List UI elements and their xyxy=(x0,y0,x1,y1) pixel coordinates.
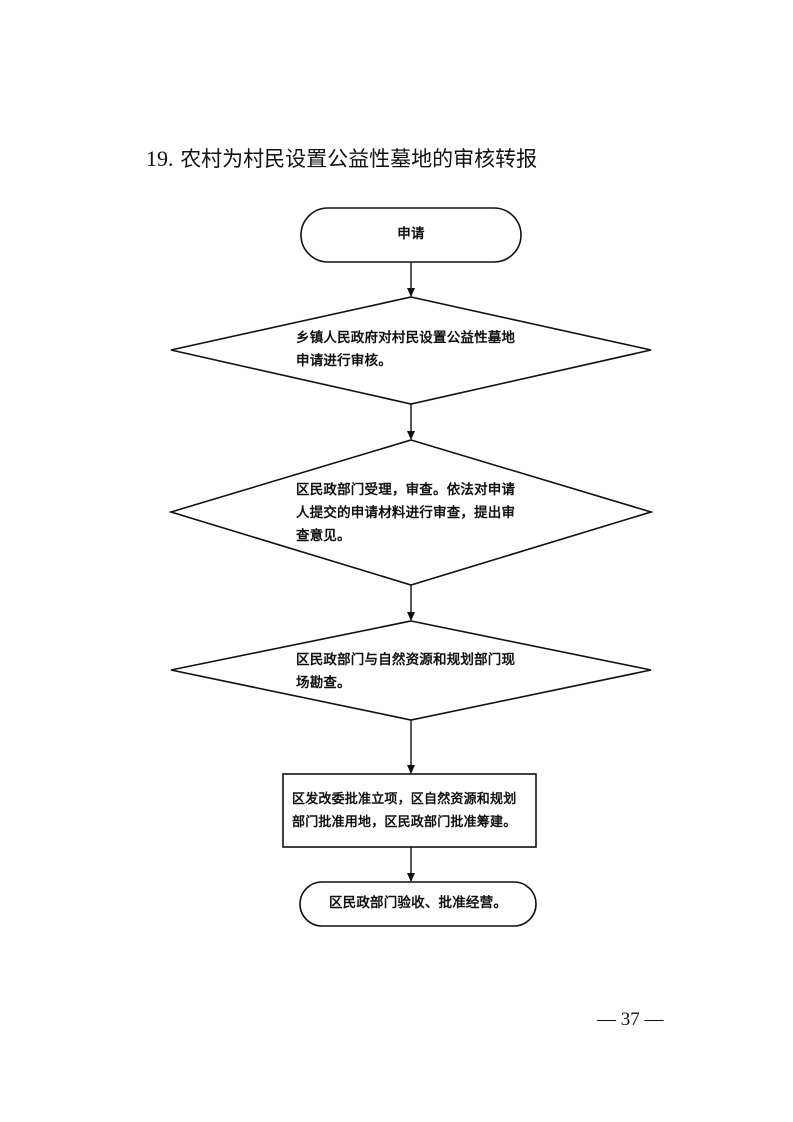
start-label: 申请 xyxy=(397,226,425,242)
step3-text: 区民政部门与自然资源和规划部门现 场勘查。 xyxy=(296,652,516,691)
end-terminal xyxy=(299,881,537,927)
process-box xyxy=(282,773,537,848)
step2-text: 区民政部门受理，审查。依法对申请 人提交的申请材料进行审查，提出审 查意见。 xyxy=(296,482,516,544)
step4-text: 区发改委批准立项，区自然资源和规划 部门批准用地，区民政部门批准筹建。 xyxy=(292,792,517,830)
section-title: 农村为村民设置公益性墓地的审核转报 xyxy=(180,147,538,171)
section-number: 19. xyxy=(146,146,174,171)
page-title: 19. 农村为村民设置公益性墓地的审核转报 xyxy=(146,144,537,174)
page-number: — 37 — xyxy=(597,1009,664,1030)
step1-text: 乡镇人民政府对村民设置公益性墓地 申请进行审核。 xyxy=(296,330,516,369)
end-label: 区民政部门验收、批准经营。 xyxy=(328,895,508,911)
